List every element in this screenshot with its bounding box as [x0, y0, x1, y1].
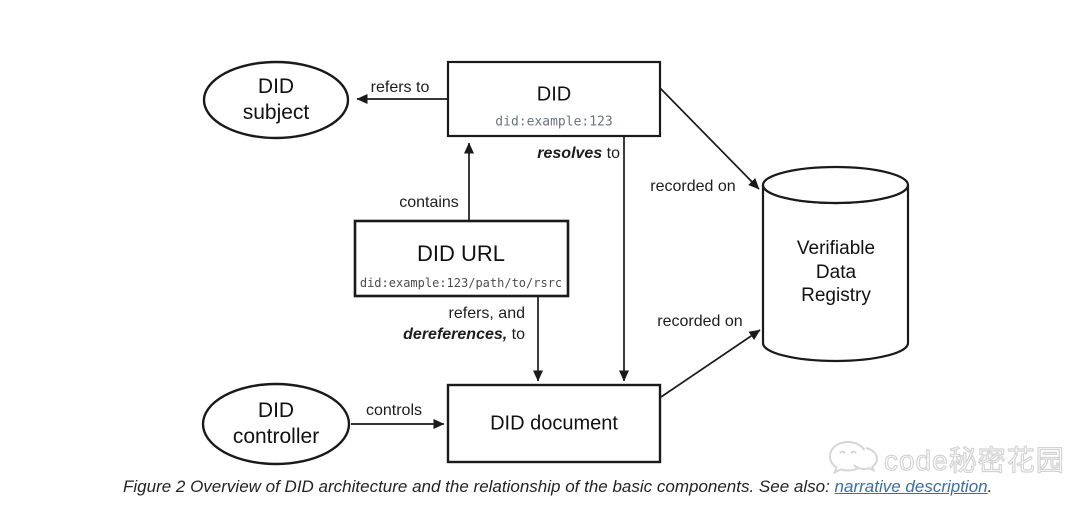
did-subject-line2: subject	[242, 101, 310, 124]
did-subject-ellipse	[202, 60, 350, 140]
dereferences-line: dereferences, to	[403, 324, 525, 345]
refers-and-line: refers, and	[448, 305, 525, 322]
registry-line2: Data	[815, 261, 857, 283]
contains-label: contains	[399, 194, 459, 211]
recorded-on-top-label: recorded on	[650, 178, 736, 195]
did-controller-line1: DID	[257, 399, 295, 422]
registry-line1: Verifiable	[796, 237, 876, 259]
did-controller-line2: controller	[232, 425, 320, 448]
did-controller-ellipse	[201, 382, 351, 466]
registry-label: Verifiable Data Registry	[797, 237, 875, 308]
dereferences-emphasis: dereferences,	[403, 326, 508, 343]
did-url-box	[353, 219, 570, 298]
recorded-on-bottom-label: recorded on	[657, 313, 743, 330]
did-url-box-title: DID URL	[416, 241, 506, 266]
caption-text: Figure 2 Overview of DID architecture an…	[123, 477, 835, 496]
did-document-label: DID document	[490, 412, 618, 435]
did-box-title: DID	[536, 83, 572, 106]
dereferences-to-label: refers, and dereferences, to	[403, 303, 525, 345]
dereferences-rest: to	[507, 326, 525, 343]
did-document-box	[446, 383, 662, 464]
refers-to-label: refers to	[370, 79, 430, 96]
narrative-description-link[interactable]: narrative description	[834, 477, 988, 496]
resolves-rest: to	[602, 145, 620, 162]
did-box	[446, 60, 662, 138]
did-box-code: did:example:123	[495, 114, 613, 130]
recorded-on-top-arrow	[659, 87, 760, 190]
resolves-emphasis: resolves	[537, 145, 603, 162]
caption-period: .	[987, 477, 993, 496]
recorded-on-bottom-arrow	[660, 329, 761, 398]
did-subject-label: DID subject	[243, 74, 310, 126]
did-subject-line1: DID	[257, 75, 295, 98]
did-url-box-code: did:example:123/path/to/rsrc	[359, 276, 563, 290]
figure-caption: Figure 2 Overview of DID architecture an…	[123, 477, 992, 497]
controls-label: controls	[365, 402, 423, 419]
resolves-to-label: resolves to	[537, 145, 620, 163]
registry-cylinder-top	[761, 165, 910, 205]
did-controller-label: DID controller	[233, 398, 319, 450]
registry-line3: Registry	[801, 284, 871, 306]
